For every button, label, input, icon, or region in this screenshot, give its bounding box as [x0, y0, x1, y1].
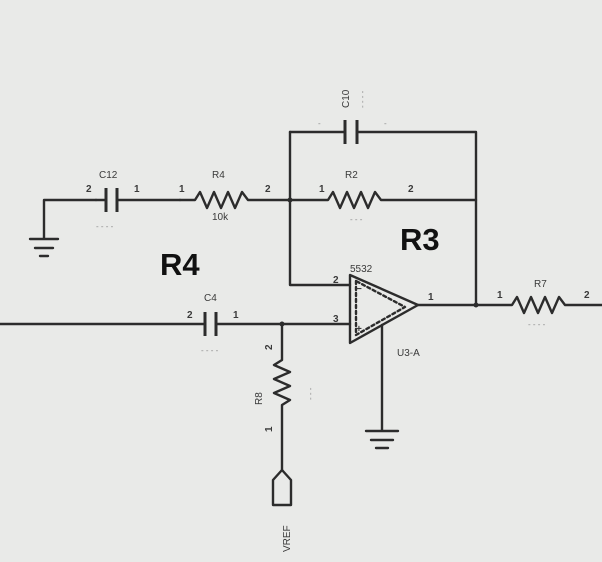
- svg-text:- - - -: - - - -: [96, 222, 114, 231]
- r7-pin1-label: 1: [497, 290, 503, 301]
- svg-text:- - -: - - -: [350, 215, 363, 224]
- ground-symbol-opamp: [364, 323, 400, 450]
- r8-pin1-label: 1: [264, 426, 275, 432]
- r4-ref-label: R4: [212, 170, 225, 181]
- svg-text:-: -: [384, 119, 387, 128]
- opamp-ref-label: U3-A: [397, 348, 420, 359]
- resistor-r2: R2 1 2 - - -: [288, 170, 478, 224]
- resistor-r4: R4 1 2 10k: [178, 170, 292, 223]
- resistor-r7: R7 1 2 - - - -: [474, 279, 602, 329]
- c4-ref-label: C4: [204, 293, 217, 304]
- resistor-r8: R8 2 1 - - -: [254, 322, 315, 472]
- svg-text:- - - -: - - - -: [201, 346, 219, 355]
- c12-pin1-label: 1: [134, 184, 140, 195]
- c12-ref-label: C12: [99, 170, 118, 181]
- opamp-noninverting-pin-label: 3: [333, 314, 339, 325]
- svg-text:-: -: [318, 119, 321, 128]
- r8-ref-label: R8: [254, 392, 265, 405]
- opamp-inverting-pin-label: 2: [333, 275, 339, 286]
- svg-text:- - -: - - -: [306, 387, 315, 400]
- vref-label: VREF: [282, 525, 293, 552]
- r2-pin1-label: 1: [319, 184, 325, 195]
- svg-text:- - - -: - - - -: [528, 320, 546, 329]
- c4-pin2-label: 2: [187, 310, 193, 321]
- r4-pin1-label: 1: [179, 184, 185, 195]
- capacitor-c12: C12 2 1 - - - -: [86, 170, 182, 231]
- r3-callout: R3: [400, 222, 440, 257]
- c4-pin1-label: 1: [233, 310, 239, 321]
- r2-ref-label: R2: [345, 170, 358, 181]
- feedback-wiring: [287, 130, 352, 287]
- ground-symbol-left: [28, 198, 98, 258]
- opamp-output-pin-label: 1: [428, 292, 434, 303]
- capacitor-c4: C4 2 1 - - - -: [0, 293, 352, 355]
- opamp-u3a: − + 2 3 1 5532 U3-A: [333, 264, 479, 359]
- r2-pin2-label: 2: [408, 184, 414, 195]
- r7-pin2-label: 2: [584, 290, 590, 301]
- r4-callout: R4: [160, 247, 200, 282]
- capacitor-c10: C10 - - - - - -: [288, 89, 478, 307]
- r4-value-label: 10k: [212, 212, 229, 223]
- svg-text:+: +: [356, 324, 362, 335]
- r4-pin2-label: 2: [265, 184, 271, 195]
- svg-text:- - - -: - - - -: [358, 90, 367, 108]
- r7-ref-label: R7: [534, 279, 547, 290]
- opamp-part-label: 5532: [350, 264, 373, 275]
- c12-pin2-label: 2: [86, 184, 92, 195]
- c10-ref-label: C10: [341, 89, 352, 108]
- svg-text:−: −: [356, 284, 362, 295]
- r8-pin2-label: 2: [264, 344, 275, 350]
- vref-port: VREF: [271, 468, 293, 552]
